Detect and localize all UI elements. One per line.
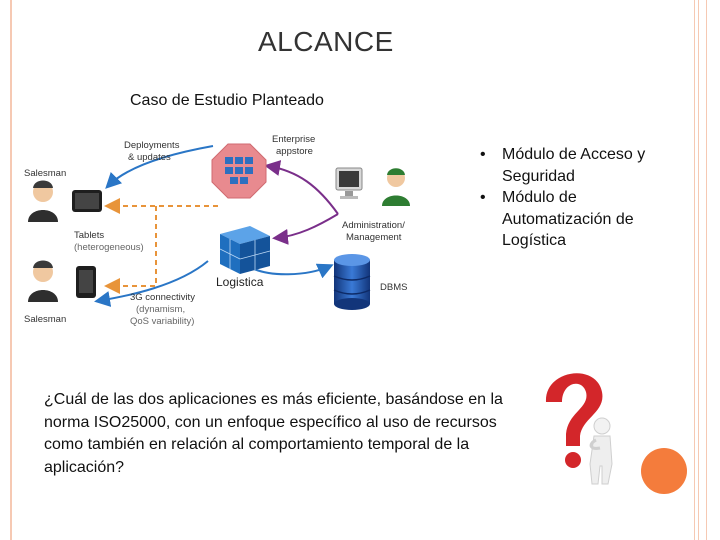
- label-appstore: appstore: [276, 146, 313, 157]
- salesman-top-icon: [28, 180, 58, 222]
- module-item: Módulo de Automatización de Logística: [478, 187, 678, 252]
- research-question: ¿Cuál de las dos aplicaciones es más efi…: [44, 391, 503, 476]
- admin-person-icon: [382, 168, 410, 206]
- tablet-top-icon: [72, 190, 102, 212]
- slide-frame-right: [698, 0, 699, 540]
- label-administration: Administration/: [342, 220, 405, 231]
- thinking-person-question-mark-illustration: [522, 360, 638, 490]
- label-management: Management: [346, 232, 402, 243]
- salesman-bottom-icon: [28, 260, 58, 302]
- label-tablets: Tablets: [74, 230, 104, 241]
- arrow-connectivity: [94, 260, 209, 307]
- label-salesman-top: Salesman: [24, 168, 66, 179]
- module-list: Módulo de Acceso y Seguridad Módulo de A…: [478, 144, 678, 252]
- slide-frame-left: [10, 0, 12, 540]
- slide-frame-right: [694, 0, 695, 540]
- arrow-updates: [105, 145, 214, 189]
- arrow-dashed-v: [104, 206, 157, 294]
- label-updates: & updates: [128, 152, 171, 163]
- label-deployments: Deployments: [124, 140, 180, 151]
- module-item: Módulo de Acceso y Seguridad: [478, 144, 678, 187]
- label-dbms: DBMS: [380, 282, 407, 293]
- arrow-admin-bottom: [272, 213, 339, 245]
- label-qos-variability: QoS variability): [130, 316, 194, 327]
- label-enterprise: Enterprise: [272, 134, 315, 145]
- label-logistica: Logistica: [216, 275, 264, 289]
- label-3g-connectivity: 3G connectivity: [130, 292, 195, 303]
- phone-bottom-icon: [76, 266, 96, 298]
- label-dynamism: (dynamism,: [136, 304, 185, 315]
- slide-title: ALCANCE: [258, 26, 394, 57]
- slide-subtitle: Caso de Estudio Planteado: [130, 92, 324, 109]
- logistica-cube-icon: [219, 226, 271, 274]
- architecture-diagram: Salesman Salesman Deployments & updates …: [18, 126, 460, 336]
- appstore-icon: [211, 143, 267, 199]
- accent-circle: [641, 448, 687, 494]
- arrow-admin-top: [264, 160, 339, 215]
- label-salesman-bottom: Salesman: [24, 314, 66, 325]
- label-heterogeneous: (heterogeneous): [74, 242, 144, 253]
- database-icon: [333, 254, 371, 310]
- slide-frame-right: [706, 0, 707, 540]
- monitor-icon: [335, 167, 363, 199]
